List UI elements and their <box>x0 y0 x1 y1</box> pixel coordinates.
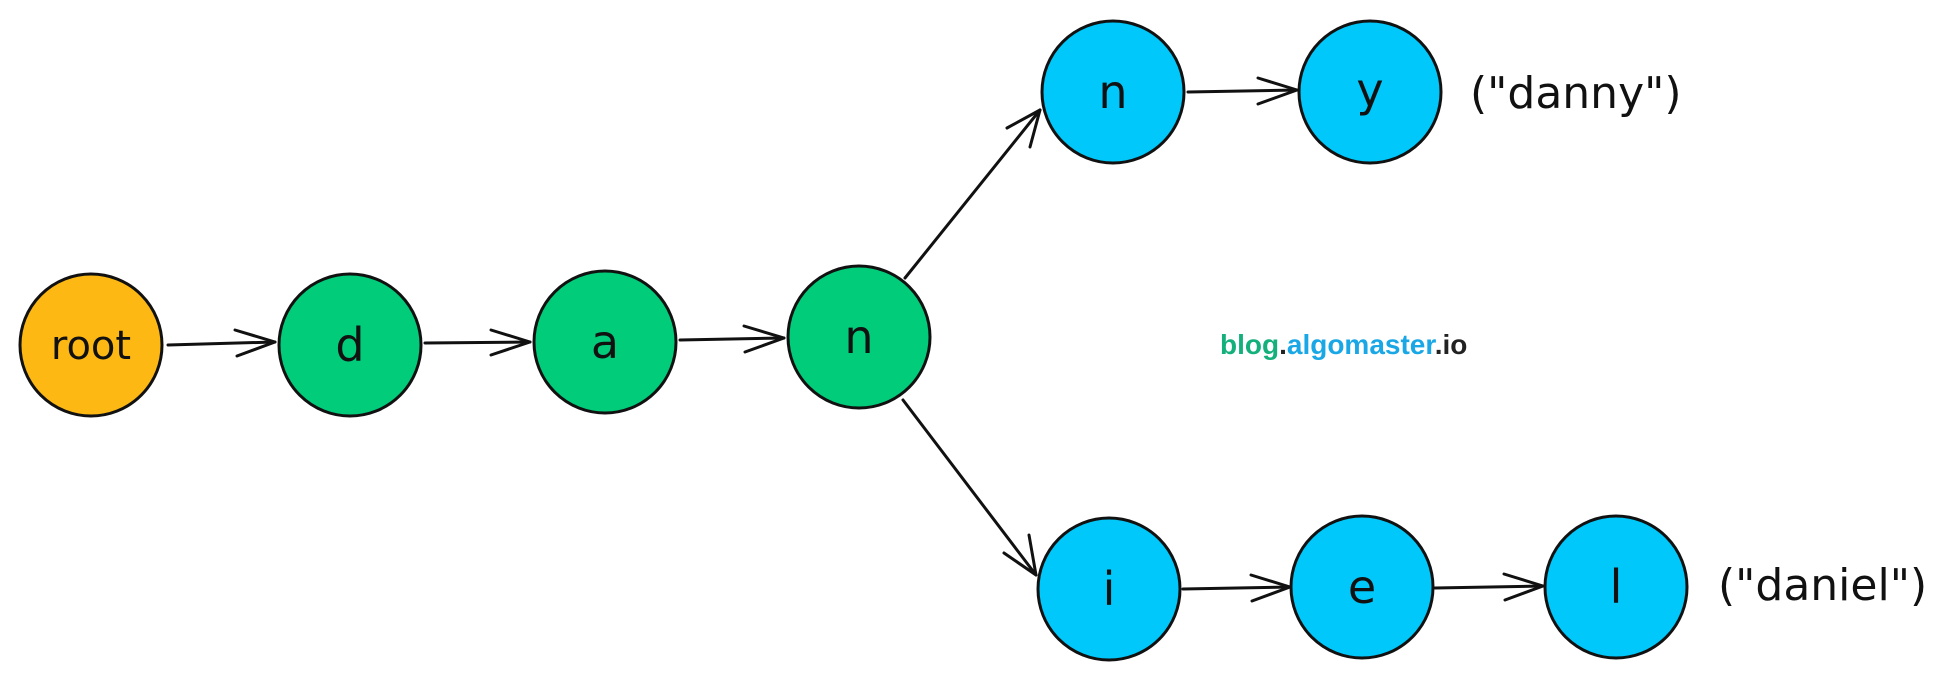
node-d-label: d <box>335 318 364 372</box>
node-root: root <box>18 272 164 418</box>
watermark-algomaster: algomaster <box>1287 329 1436 360</box>
node-e-label: e <box>1348 560 1376 614</box>
watermark-blog: blog <box>1220 329 1279 360</box>
node-n2: n <box>1040 19 1186 165</box>
word-label-danny: ("danny") <box>1470 68 1682 119</box>
node-i-circle <box>1036 516 1182 662</box>
node-y: y <box>1297 19 1443 165</box>
node-y-label: y <box>1356 63 1383 117</box>
node-i: i <box>1036 516 1182 662</box>
node-d-circle <box>277 272 423 418</box>
node-a-label: a <box>591 315 619 369</box>
node-root-label: root <box>51 323 131 369</box>
node-e-circle <box>1289 514 1435 660</box>
node-l-circle <box>1543 514 1689 660</box>
edge-n-i <box>901 398 1038 577</box>
watermark-dot-1: . <box>1279 329 1287 360</box>
node-a: a <box>532 269 678 415</box>
edge-e-l <box>1433 572 1545 602</box>
watermark-dot-2: . <box>1435 329 1443 360</box>
edge-a-n <box>678 324 786 354</box>
node-e: e <box>1289 514 1435 660</box>
edge-n2-y <box>1186 76 1299 106</box>
edge-i-e <box>1181 573 1292 603</box>
node-y-circle <box>1297 19 1443 165</box>
node-n2-circle <box>1040 19 1186 165</box>
node-n2-label: n <box>1098 65 1127 119</box>
node-n-label: n <box>844 310 873 364</box>
node-a-circle <box>532 269 678 415</box>
watermark-io: io <box>1443 329 1468 360</box>
edge-n-n2 <box>903 108 1042 280</box>
node-d: d <box>277 272 423 418</box>
edge-root-d <box>166 328 277 358</box>
node-i-label: i <box>1103 562 1116 616</box>
node-n: n <box>786 264 932 410</box>
word-label-daniel: ("daniel") <box>1718 560 1927 611</box>
node-root-circle <box>18 272 164 418</box>
node-n-circle <box>786 264 932 410</box>
watermark: blog.algomaster.io <box>1220 329 1467 360</box>
node-l-label: l <box>1610 560 1623 614</box>
edge-d-a <box>423 328 532 357</box>
node-l: l <box>1543 514 1689 660</box>
